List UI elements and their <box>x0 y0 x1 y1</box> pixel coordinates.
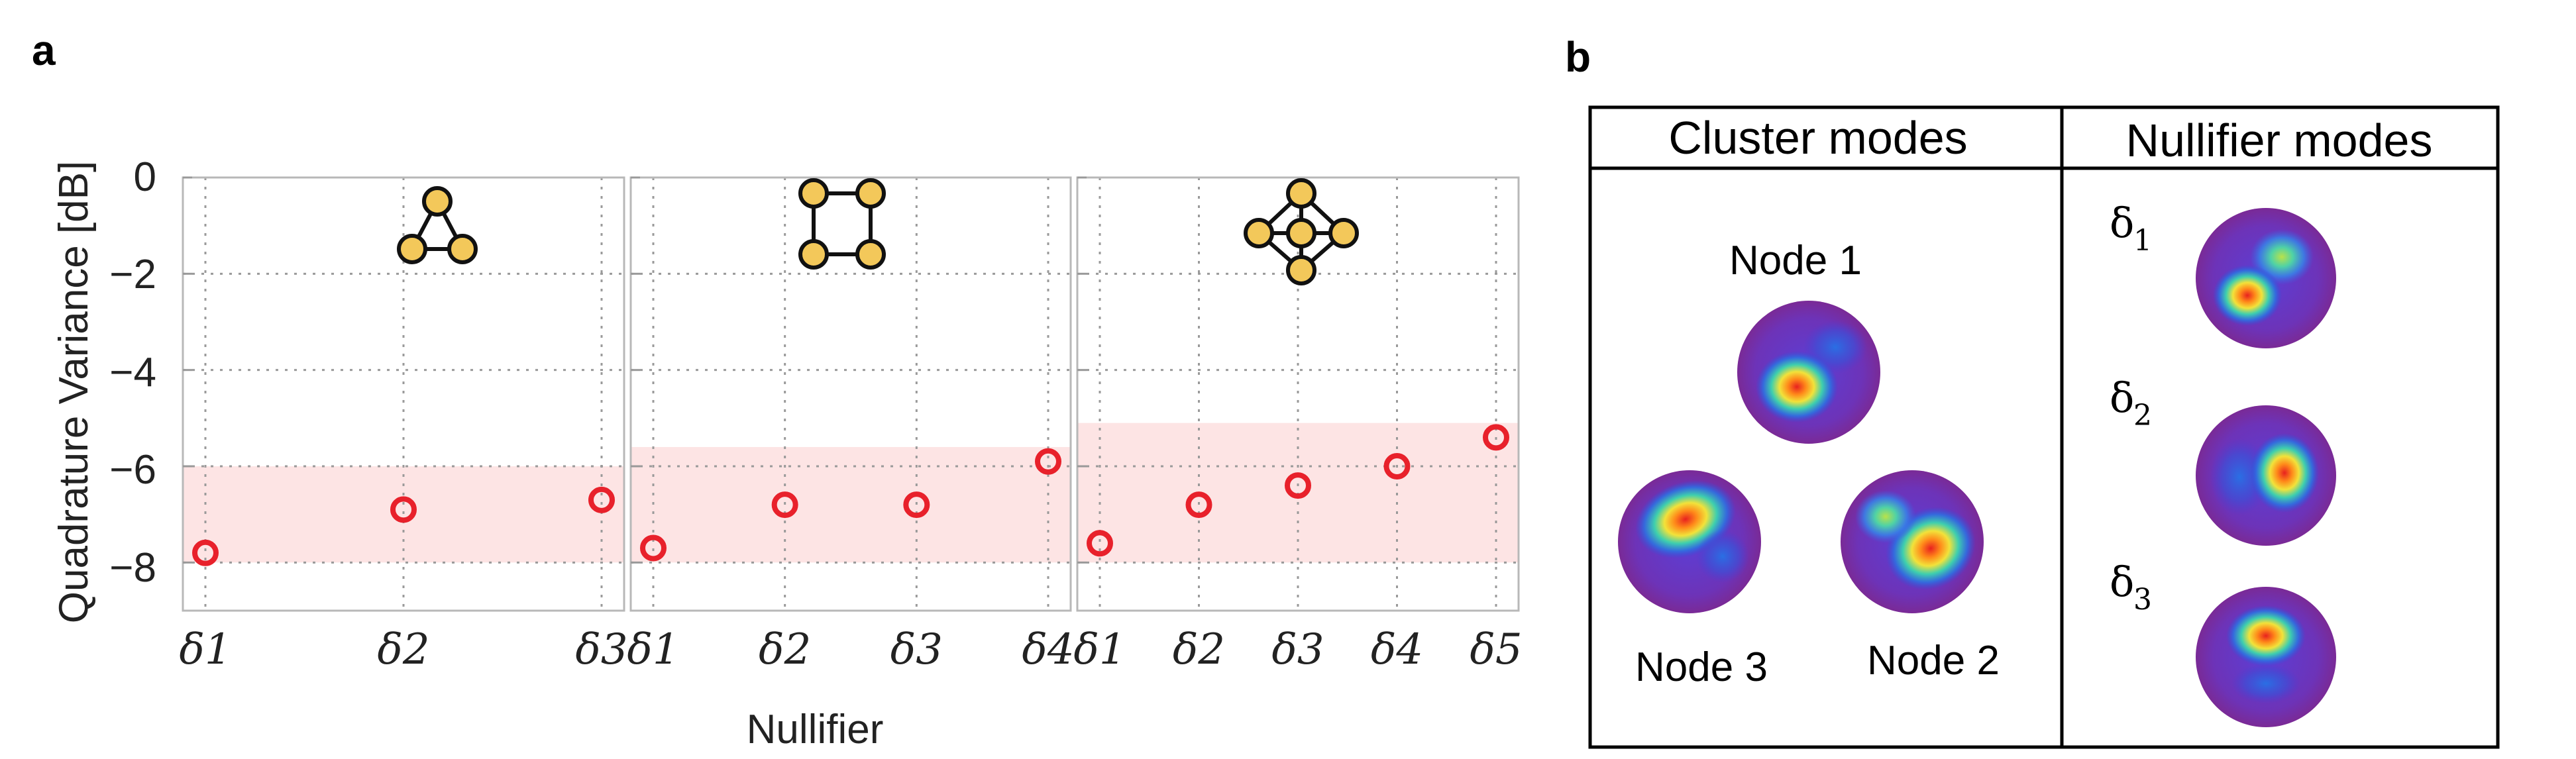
x-tick-label: δ2 <box>759 625 811 674</box>
subplot-triangle: δ1 δ2 δ3 <box>179 176 628 674</box>
delta-3-label: δ 3 <box>2110 558 2152 617</box>
data-point <box>1383 453 1411 480</box>
graph-node <box>855 178 886 209</box>
modes-table <box>1588 105 2500 749</box>
graph-node <box>422 186 453 217</box>
graph-node <box>798 239 829 270</box>
graph-node <box>1286 178 1316 209</box>
table-border <box>1588 105 2500 749</box>
triangle-graph-icon <box>397 186 478 264</box>
node-2-wigner-plot <box>1841 470 1984 613</box>
x-axis-title: Nullifier <box>747 707 884 752</box>
node-1-wigner-plot <box>1737 301 1880 444</box>
graph-node <box>1244 218 1274 248</box>
x-tick-label: δ4 <box>1371 625 1423 674</box>
delta-3-wigner-plot <box>2196 587 2336 727</box>
data-point <box>640 534 667 562</box>
graph-node <box>1328 218 1359 248</box>
node-2-label: Node 2 <box>1867 638 2000 683</box>
graph-node <box>447 234 478 264</box>
data-point <box>1285 472 1311 499</box>
data-point <box>192 539 219 566</box>
data-point <box>903 491 930 519</box>
x-tick-label: δ1 <box>627 625 679 674</box>
x-tick-label: δ3 <box>890 625 943 674</box>
delta-subscript: 3 <box>2133 583 2152 617</box>
plot-frame <box>182 176 625 612</box>
subplot-diamond: δ1 δ2 δ3 δ4 δ5 <box>1073 176 1523 674</box>
x-tick-label: δ3 <box>1271 625 1324 674</box>
subplot-square: δ1 δ2 δ3 δ4 <box>627 176 1075 674</box>
x-tick-label: δ2 <box>1173 625 1225 674</box>
node-3-label: Node 3 <box>1635 644 1768 690</box>
variance-band <box>631 446 1071 563</box>
x-tick-label: δ1 <box>1073 625 1126 674</box>
x-tick-label: δ4 <box>1022 625 1074 674</box>
data-point <box>588 486 615 513</box>
plot-frame <box>629 176 1072 612</box>
y-tick-label: −6 <box>109 447 156 493</box>
panel-a-letter: a <box>32 26 56 74</box>
delta-symbol: δ <box>2110 558 2134 606</box>
x-tick-label: δ1 <box>179 625 231 674</box>
y-tick-label: −4 <box>109 350 156 395</box>
delta-2-label: δ 2 <box>2110 374 2152 432</box>
x-tick-label: δ2 <box>377 625 429 674</box>
graph-node <box>1286 255 1316 285</box>
data-point <box>1035 448 1061 475</box>
delta-2-wigner-plot <box>2196 405 2336 546</box>
cluster-modes-header: Cluster modes <box>1668 112 1967 164</box>
data-point <box>1185 491 1212 519</box>
y-axis-title: Quadrature Variance [dB] <box>51 161 97 623</box>
variance-band <box>183 466 624 563</box>
x-tick-label: δ3 <box>575 625 627 674</box>
delta-subscript: 2 <box>2133 399 2152 432</box>
y-tick-label: −8 <box>109 545 156 591</box>
graph-node <box>397 234 427 264</box>
delta-1-wigner-plot <box>2196 208 2336 348</box>
y-tick-label: 0 <box>134 154 156 200</box>
panel-b-letter: b <box>1565 33 1591 81</box>
diamond-graph-icon <box>1244 178 1359 285</box>
graph-node <box>1286 218 1316 248</box>
x-tick-label: δ5 <box>1470 625 1522 674</box>
y-tick-label: −2 <box>109 252 156 297</box>
node-3-wigner-plot <box>1618 470 1761 613</box>
delta-1-label: δ 1 <box>2110 199 2152 258</box>
data-point <box>1483 424 1509 451</box>
square-graph-icon <box>798 178 886 270</box>
delta-symbol: δ <box>2110 199 2134 247</box>
data-point <box>390 496 417 523</box>
data-point <box>771 491 798 519</box>
graph-node <box>798 178 829 209</box>
y-tick-labels: 0 −2 −4 −6 −8 <box>109 154 156 591</box>
delta-subscript: 1 <box>2133 224 2152 258</box>
graph-node <box>855 239 886 270</box>
data-point <box>1087 530 1113 557</box>
plot-frame <box>1076 176 1520 612</box>
node-1-label: Node 1 <box>1729 238 1862 283</box>
nullifier-modes-header: Nullifier modes <box>2126 115 2433 166</box>
delta-symbol: δ <box>2110 374 2134 422</box>
